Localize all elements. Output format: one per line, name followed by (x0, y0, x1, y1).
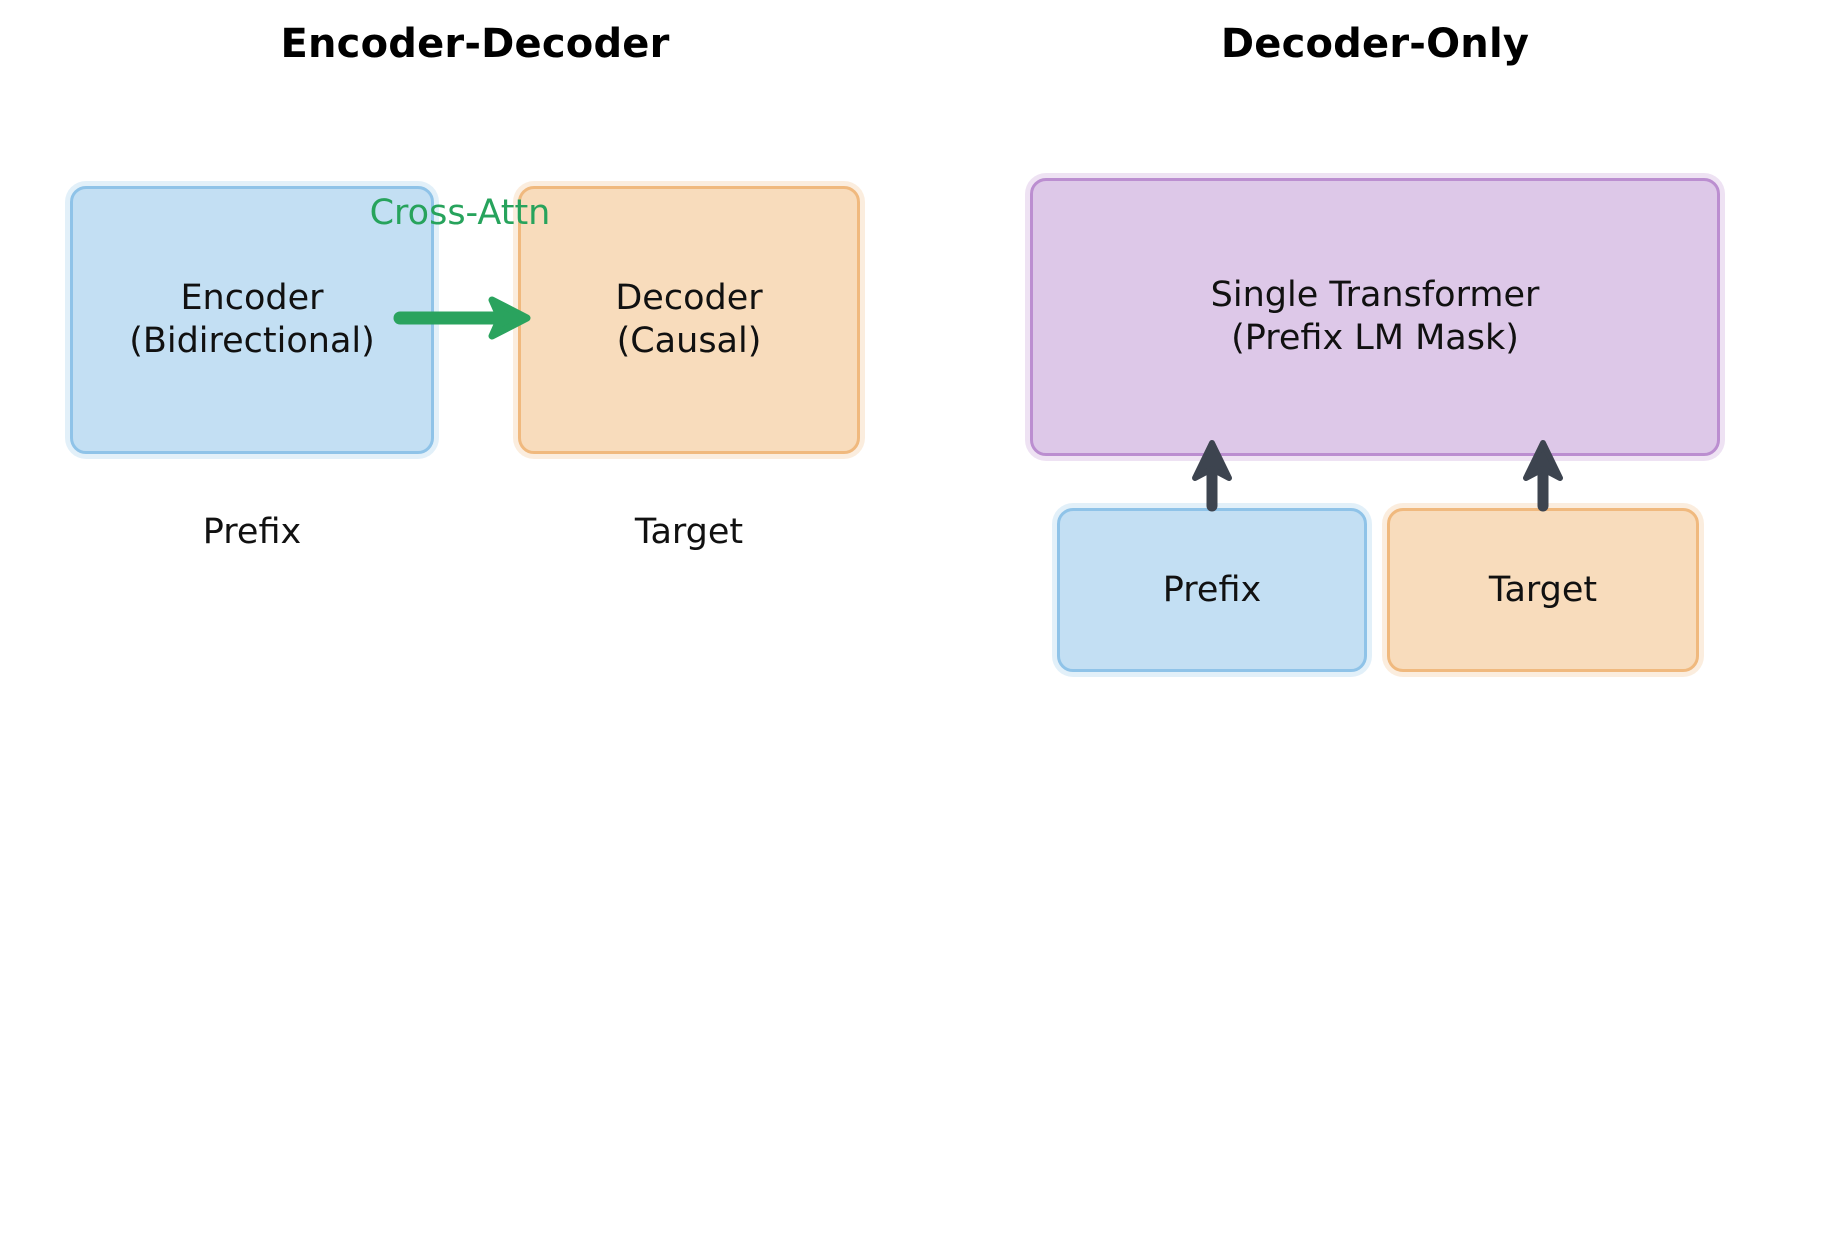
caption-target: Target (634, 512, 744, 552)
node-decoder-label: Decoder (Causal) (615, 278, 763, 361)
node-single-transformer-label: Single Transformer (Prefix LM Mask) (1210, 275, 1540, 358)
node-prefix-block: Prefix (1057, 508, 1367, 672)
node-encoder: Encoder (Bidirectional) (70, 186, 434, 454)
node-encoder-label: Encoder (Bidirectional) (129, 278, 375, 361)
node-target-block: Target (1387, 508, 1699, 672)
panel-title-decoder-only: Decoder-Only (1220, 21, 1530, 67)
edge-label-cross-attn: Cross-Attn (369, 193, 551, 233)
caption-prefix: Prefix (202, 512, 302, 552)
node-decoder: Decoder (Causal) (518, 186, 860, 454)
panel-title-encoder-decoder: Encoder-Decoder (280, 21, 670, 67)
node-target-block-label: Target (1488, 569, 1598, 610)
node-prefix-block-label: Prefix (1162, 569, 1262, 610)
node-single-transformer: Single Transformer (Prefix LM Mask) (1030, 178, 1720, 456)
